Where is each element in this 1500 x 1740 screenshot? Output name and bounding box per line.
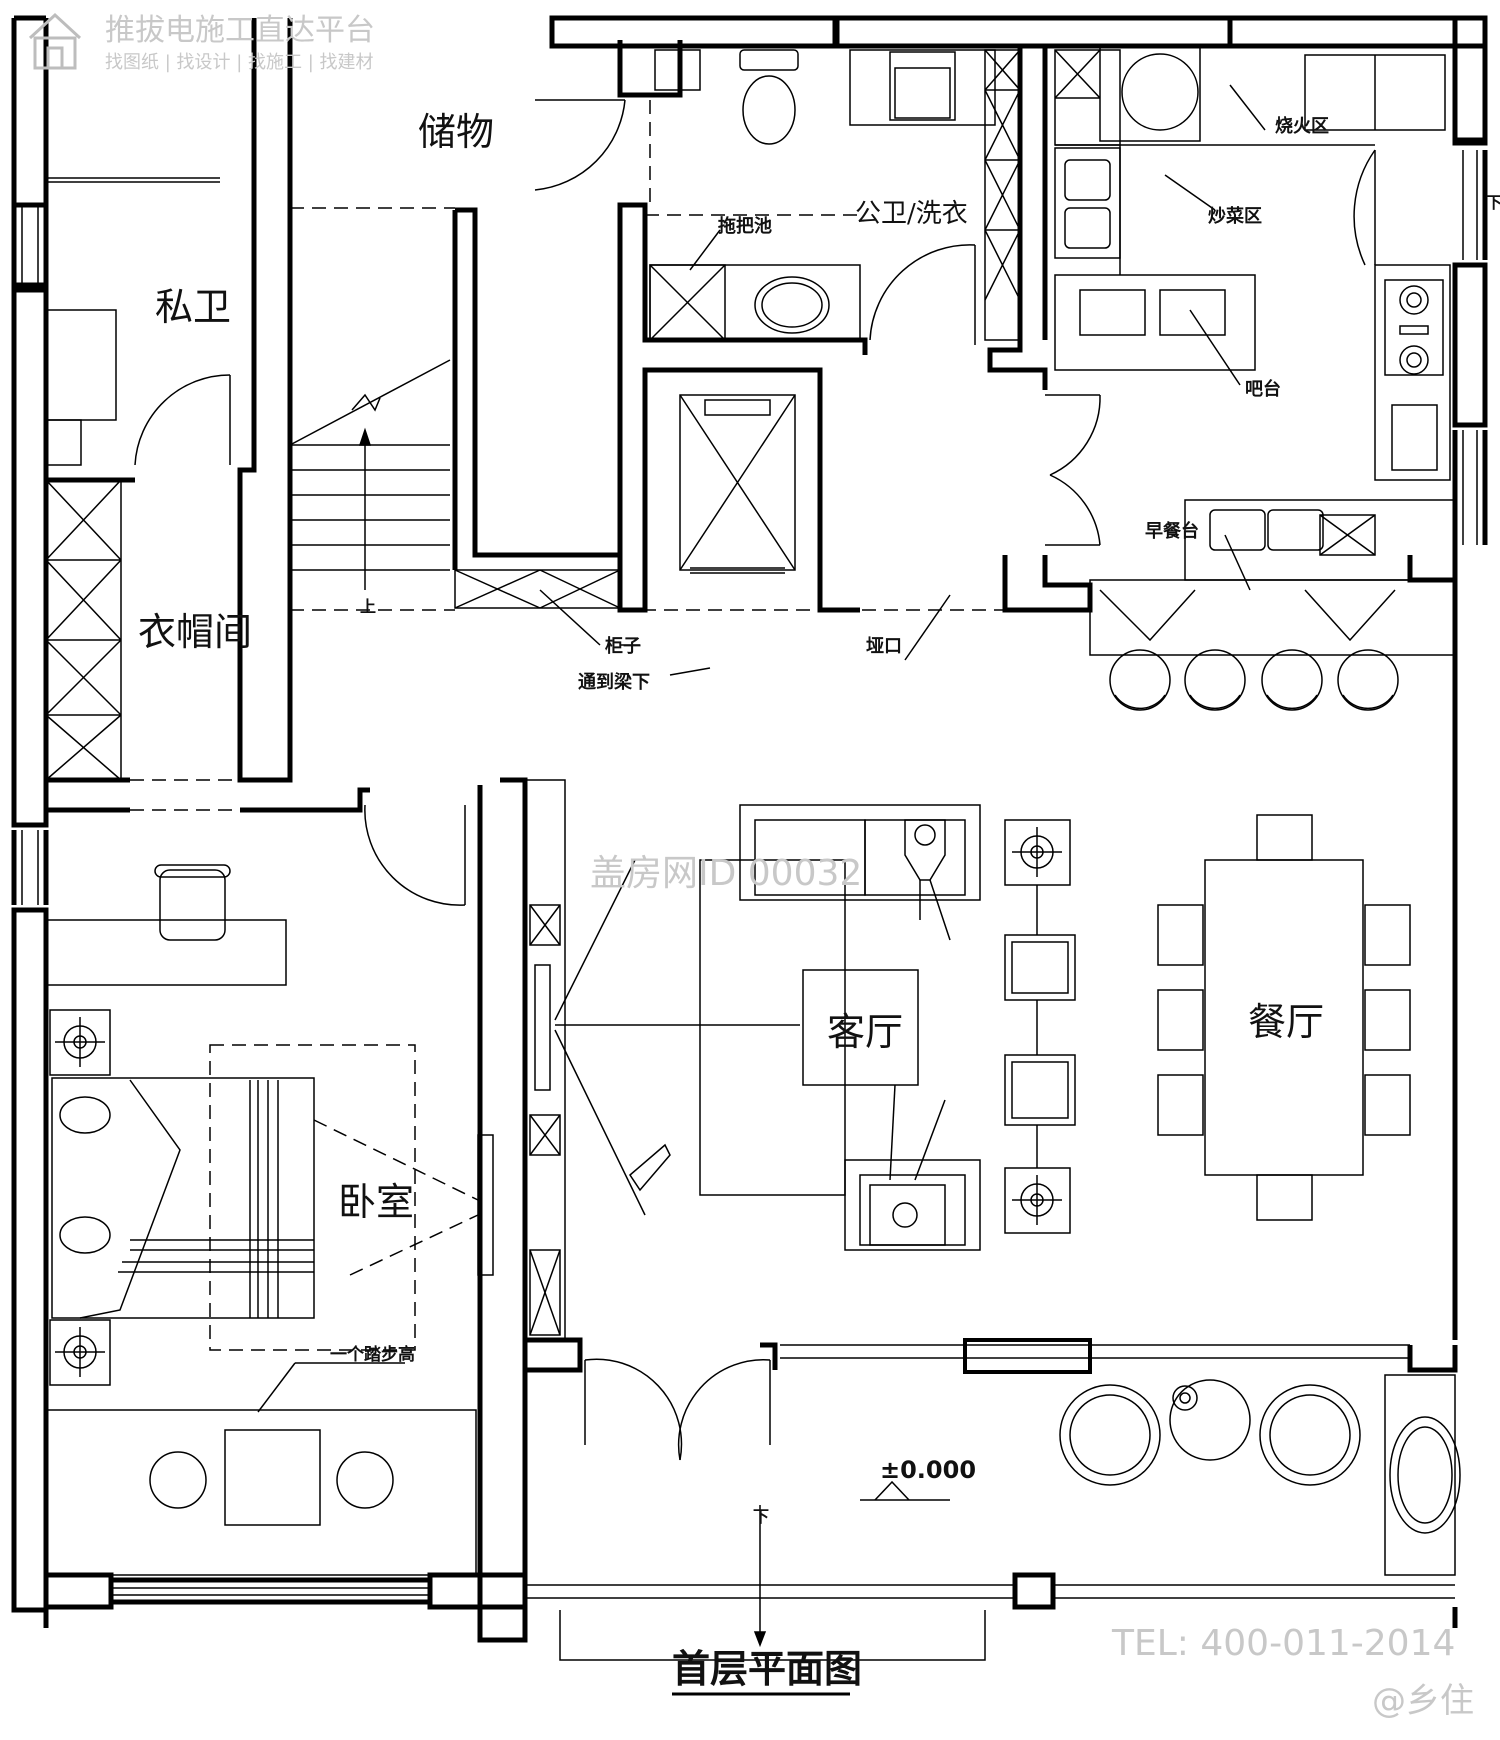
watermark-center-mark: 盖房网ID 00032 — [590, 853, 862, 894]
room-labels: 储物 私卫 公卫/洗衣 衣帽间 客厅 餐厅 卧室 — [138, 110, 1324, 1224]
grill-note: 烧火区 — [1275, 116, 1329, 137]
step-note: 一个踏步高 — [330, 1344, 415, 1365]
stirfry-note: 炒菜区 — [1208, 206, 1262, 227]
mop-sink-note: 拖把池 — [718, 215, 772, 237]
stair-down-note-kitchen: 下 — [1486, 193, 1500, 212]
public-bath-label: 公卫/洗衣 — [855, 199, 968, 229]
dining-label: 餐厅 — [1248, 1000, 1324, 1044]
plan-title: 首层平面图 — [672, 1646, 862, 1691]
plan-title-group: 首层平面图 — [672, 1646, 862, 1696]
watermark-brand-title: 推拔电施工直达平台 — [105, 13, 375, 48]
watermark-brand-links: 找图纸 | 找设计 | 找施工 | 找建材 — [105, 52, 374, 73]
elevation-note: ±0.000 — [880, 1456, 976, 1484]
thin-lines — [21, 45, 1478, 1661]
breakfast-note: 早餐台 — [1145, 520, 1199, 542]
bedroom-label: 卧室 — [338, 1180, 414, 1224]
private-bath-label: 私卫 — [155, 285, 231, 329]
watermark: 推拔电施工直达平台 找图纸 | 找设计 | 找施工 | 找建材 盖房网ID 00… — [28, 12, 1474, 1721]
watermark-phone: TEL: 400-011-2014 — [1111, 1623, 1455, 1664]
cabinet-note: 柜子 — [605, 635, 641, 657]
annotations: 烧火区 炒菜区 吧台 早餐台 拖把池 柜子 通到梁下 垭口 一个踏步高 上 下 … — [330, 116, 1500, 1526]
stair-down-note: 下 — [753, 1507, 769, 1526]
stair-up-note: 上 — [360, 597, 376, 616]
watermark-handle: @乡住 — [1372, 1681, 1474, 1721]
house-logo-icon — [28, 12, 82, 70]
closet-label: 衣帽间 — [138, 610, 252, 654]
bar-note: 吧台 — [1245, 378, 1281, 400]
opening-note: 垭口 — [866, 636, 902, 657]
storage-label: 储物 — [418, 110, 494, 154]
living-label: 客厅 — [827, 1010, 903, 1054]
cabinet-sub-note: 通到梁下 — [578, 671, 650, 693]
